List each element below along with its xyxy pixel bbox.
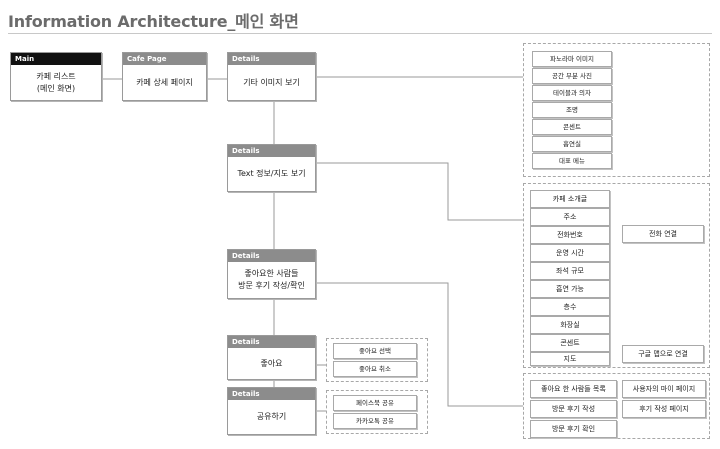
- node-share-header: Details: [228, 388, 315, 400]
- node-images-label: 기타 이미지 보기: [243, 77, 300, 87]
- image-item: 조명: [532, 102, 612, 118]
- text-item: 화장실: [530, 316, 610, 334]
- review-extra-item: 사용자의 마이 페이지: [622, 380, 706, 398]
- node-cafe-label: 카페 상세 페이지: [136, 77, 193, 87]
- image-item: 대표 메뉴: [532, 153, 612, 169]
- connector-text-group: [316, 162, 523, 221]
- review-item: 방문 후기 확인: [530, 420, 617, 438]
- image-item: 테이블과 의자: [532, 85, 612, 101]
- node-share: Details 공유하기: [227, 387, 316, 435]
- phone-call-item: 전화 연결: [622, 225, 704, 243]
- text-item: 전화번호: [530, 226, 610, 244]
- share-item: 페이스북 공유: [333, 395, 417, 411]
- text-item: 카페 소개글: [530, 190, 610, 208]
- google-map-item: 구글 맵으로 연결: [622, 345, 704, 363]
- node-like-header: Details: [228, 336, 315, 348]
- node-cafe-page: Cafe Page 카페 상세 페이지: [122, 52, 207, 101]
- like-item: 좋아요 취소: [333, 361, 417, 377]
- review-item: 좋아요 한 사람들 목록: [530, 380, 617, 398]
- image-item: 공간 부분 사진: [532, 68, 612, 84]
- node-text-map: Details Text 정보/지도 보기: [227, 144, 316, 192]
- node-like: Details 좋아요: [227, 335, 316, 380]
- node-text-header: Details: [228, 145, 315, 157]
- node-likes-reviews: Details 좋아요한 사람들 방문 후기 작성/확인: [227, 249, 316, 299]
- text-item: 주소: [530, 208, 610, 226]
- image-item: 파노라마 이미지: [532, 51, 612, 67]
- image-item: 흡연실: [532, 136, 612, 152]
- node-review-header: Details: [228, 250, 315, 262]
- text-item: 좌석 규모: [530, 262, 610, 280]
- node-main: Main 카페 리스트 (메인 화면): [10, 52, 102, 101]
- text-item: 콘센트: [530, 334, 610, 352]
- node-cafe-header: Cafe Page: [123, 53, 206, 65]
- text-item: 운영 시간: [530, 244, 610, 262]
- image-item: 콘센트: [532, 119, 612, 135]
- node-other-images: Details 기타 이미지 보기: [227, 52, 316, 101]
- page-title: Information Architecture_메인 화면: [8, 12, 299, 31]
- node-share-label: 공유하기: [256, 412, 287, 421]
- node-like-label: 좋아요: [260, 358, 283, 368]
- review-extra-item: 후기 작성 페이지: [622, 400, 706, 418]
- text-item: 흡연 가능: [530, 280, 610, 298]
- node-main-label: 카페 리스트 (메인 화면): [36, 71, 76, 93]
- node-images-header: Details: [228, 53, 315, 65]
- title-divider: [8, 33, 712, 34]
- node-text-label: Text 정보/지도 보기: [237, 169, 306, 178]
- review-item: 방문 후기 작성: [530, 400, 617, 418]
- connector-review-group: [316, 282, 523, 407]
- text-item: 층수: [530, 298, 610, 316]
- text-item: 지도: [530, 352, 610, 366]
- node-review-label: 좋아요한 사람들 방문 후기 작성/확인: [238, 269, 305, 290]
- like-item: 좋아요 선택: [333, 343, 417, 359]
- share-item: 카카오톡 공유: [333, 413, 417, 429]
- node-main-header: Main: [11, 53, 101, 65]
